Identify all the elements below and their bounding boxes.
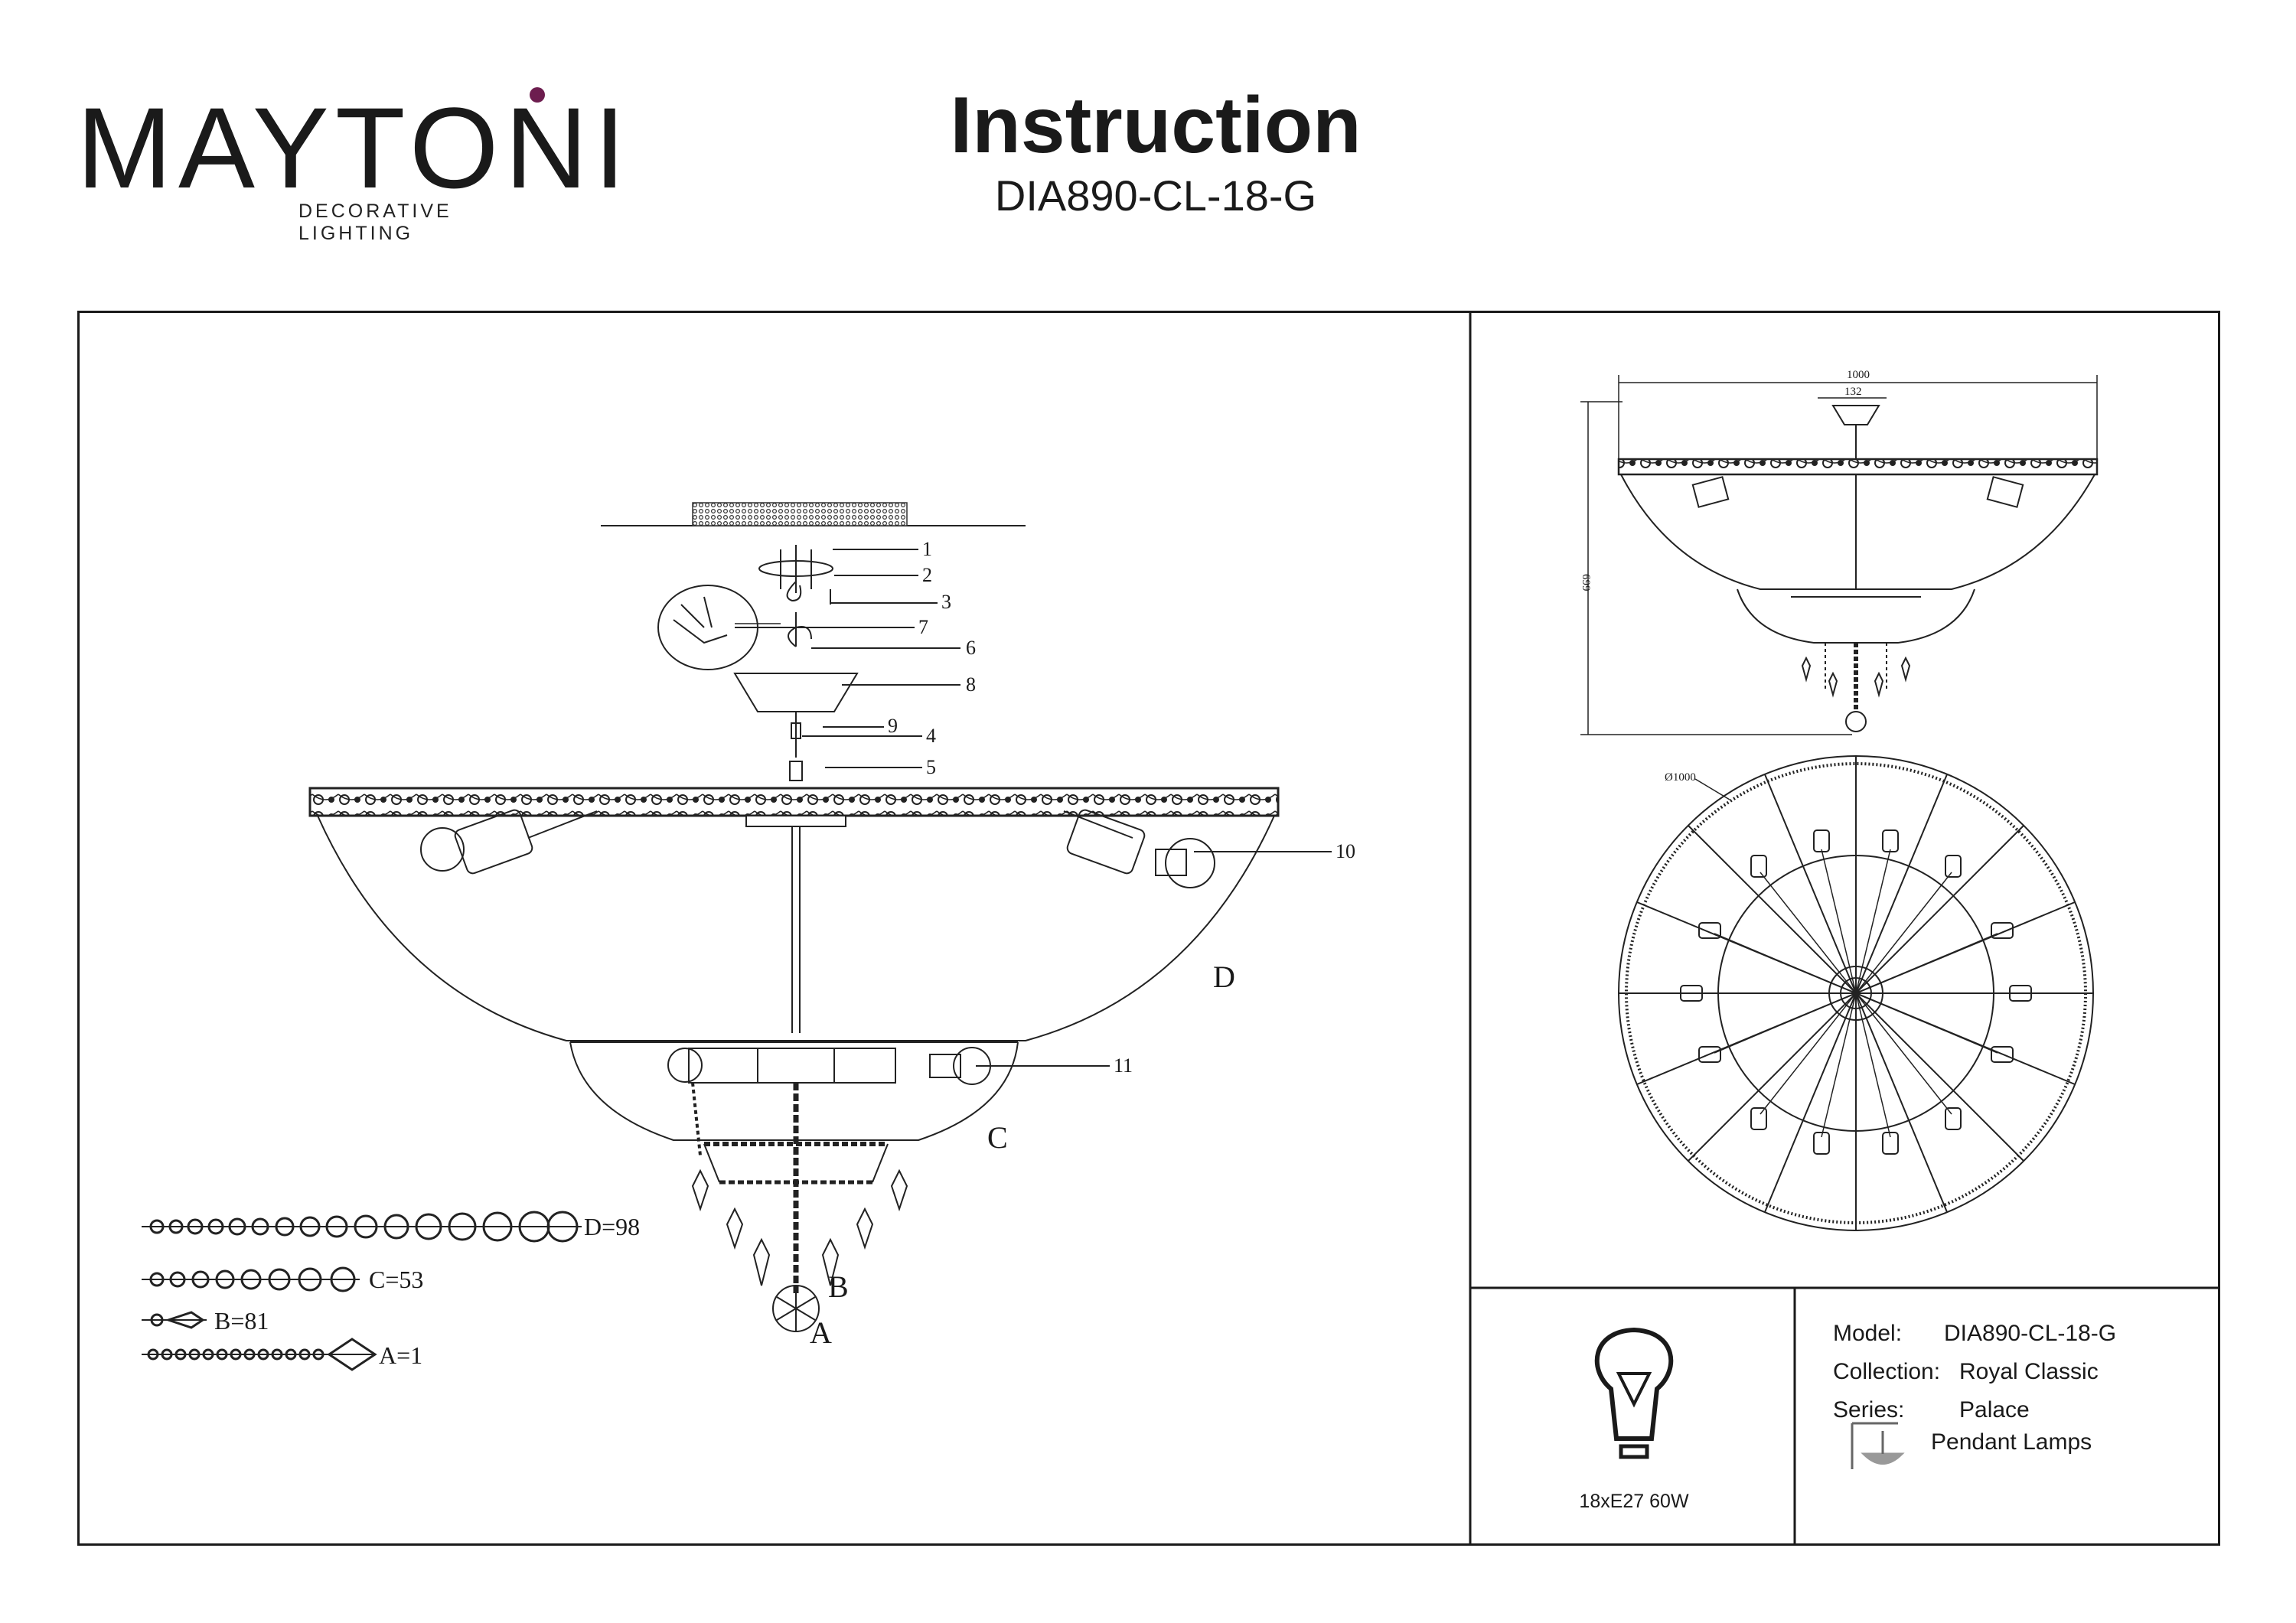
dimension-labels: 1000 132 699 Ø1000	[1580, 369, 1870, 784]
parts-list-b: B=81	[214, 1307, 269, 1335]
callout-3: 3	[941, 591, 951, 613]
type-value: Pendant Lamps	[1931, 1429, 2092, 1455]
model-value: DIA890-CL-18-G	[1944, 1321, 2117, 1346]
callout-11: 11	[1114, 1054, 1133, 1077]
dimension-height: 699	[1580, 574, 1592, 592]
dimension-canopy: 132	[1844, 386, 1862, 398]
part-letter-d: D	[1213, 960, 1235, 994]
callout-numbers: 1 2 3 7 6 8 9 4 5 10 11	[888, 538, 1355, 1077]
series-label: Series:	[1833, 1397, 1905, 1423]
parts-list-d: D=98	[584, 1213, 640, 1240]
callout-7: 7	[918, 616, 928, 638]
callout-6: 6	[966, 637, 976, 659]
callout-4: 4	[926, 725, 936, 747]
plan-view	[1618, 755, 2094, 1231]
parts-list-c: C=53	[369, 1266, 423, 1293]
callout-5: 5	[926, 756, 936, 778]
part-letter-b: B	[828, 1269, 849, 1304]
bulb-spec: 18xE27 60W	[1579, 1491, 1689, 1512]
side-elevation	[1580, 375, 2099, 735]
part-letter-c: C	[987, 1120, 1008, 1155]
page-title: Instruction	[950, 81, 1362, 170]
model-label: Model:	[1833, 1321, 1903, 1346]
parts-list	[142, 1211, 582, 1371]
bulb-icon	[1594, 1327, 1674, 1459]
callout-8: 8	[966, 673, 976, 696]
brand-name: MAYTONI	[77, 83, 632, 212]
brand-tagline: DECORATIVE LIGHTING	[298, 200, 452, 244]
callout-9: 9	[888, 715, 898, 737]
parts-list-a: A=1	[379, 1341, 422, 1369]
brand-logo: MAYTONI DECORATIVE LIGHTING	[77, 86, 626, 244]
collection-label: Collection:	[1833, 1359, 1941, 1384]
logo-dot-icon	[530, 87, 545, 103]
model-code-heading: DIA890-CL-18-G	[994, 171, 1317, 220]
collection-value: Royal Classic	[1959, 1359, 2099, 1384]
part-letter-a: A	[810, 1315, 832, 1350]
part-letters: D C B A	[810, 960, 1235, 1350]
dimension-width: 1000	[1847, 369, 1870, 381]
callout-1: 1	[922, 538, 932, 560]
callout-10: 10	[1336, 840, 1355, 862]
callout-2: 2	[922, 564, 932, 586]
dimension-diameter: Ø1000	[1665, 771, 1696, 784]
pendant-lamp-icon	[1851, 1422, 1905, 1469]
drawing-frame	[77, 311, 2220, 1546]
callout-leaders	[735, 549, 1332, 1067]
series-value: Palace	[1959, 1397, 2030, 1423]
assembly-drawing	[308, 502, 1280, 1332]
parts-list-labels: D=98 C=53 B=81 A=1	[214, 1213, 640, 1369]
